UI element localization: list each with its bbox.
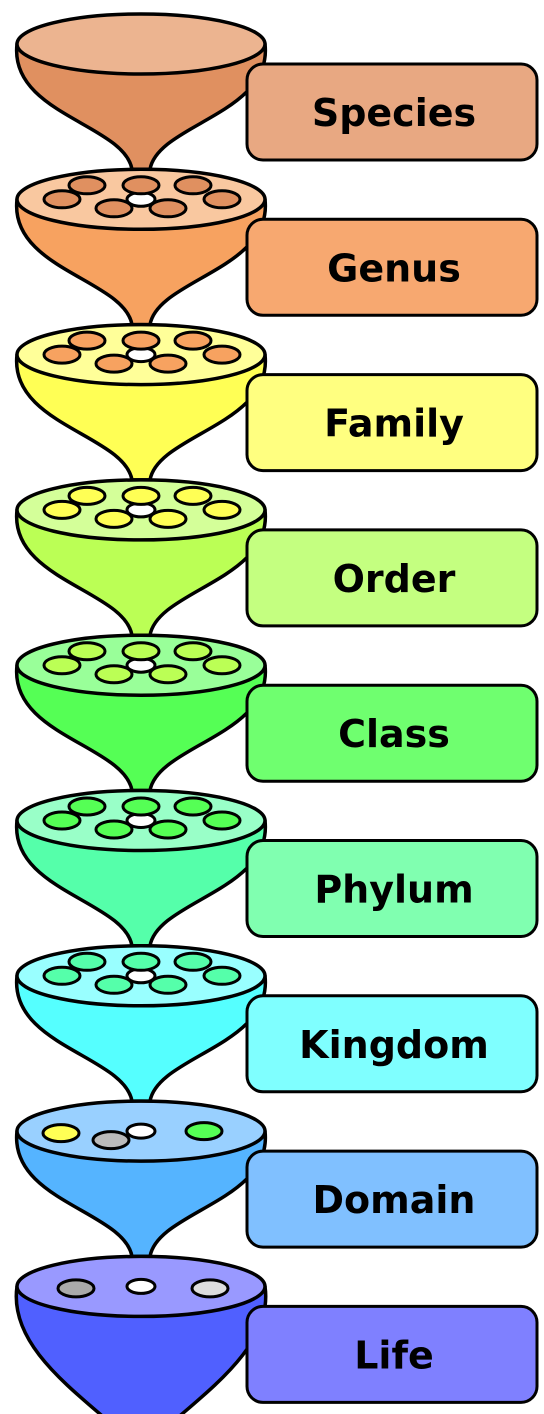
sub-rank-hole: [41, 1123, 81, 1144]
sub-rank-hole: [121, 641, 161, 662]
sub-rank-hole: [67, 951, 107, 972]
rank-label-class: Class: [245, 683, 539, 783]
funnel-life: [14, 1254, 268, 1414]
sub-rank-hole: [42, 499, 82, 520]
sub-rank-hole: [202, 810, 242, 831]
funnel-family: [15, 322, 267, 482]
funnel-rim: [15, 12, 267, 76]
funnel-class: [15, 633, 267, 793]
sub-rank-hole: [121, 485, 161, 506]
rank-label-text: Species: [312, 91, 476, 135]
rank-label-box: [245, 373, 539, 473]
sub-rank-hole: [148, 819, 188, 840]
sub-rank-hole: [148, 664, 188, 685]
rank-label-box: [245, 528, 539, 628]
sub-rank-hole: [148, 508, 188, 529]
sub-rank-hole: [67, 796, 107, 817]
sub-rank-hole: [173, 330, 213, 351]
sub-rank-hole: [184, 1121, 224, 1142]
rank-label-box: [245, 683, 539, 783]
funnel-phylum: [15, 788, 267, 948]
sub-rank-hole: [121, 330, 161, 351]
sub-rank-hole: [202, 965, 242, 986]
sub-rank-hole: [67, 641, 107, 662]
sub-rank-hole: [42, 965, 82, 986]
sub-rank-hole: [190, 1278, 230, 1299]
sub-rank-hole: [42, 810, 82, 831]
sub-rank-hole: [202, 499, 242, 520]
rank-label-text: Life: [354, 1333, 434, 1377]
rank-label-box: [245, 1149, 539, 1249]
rank-label-box: [245, 839, 539, 938]
sub-rank-hole: [148, 353, 188, 374]
sub-rank-hole: [94, 353, 134, 374]
rank-label-text: Order: [333, 557, 456, 601]
funnel-kingdom: [15, 944, 267, 1103]
sub-rank-hole: [148, 198, 188, 219]
rank-label-column: SpeciesGenusFamilyOrderClassPhylumKingdo…: [245, 62, 539, 1404]
rank-label-text: Domain: [313, 1178, 476, 1222]
sub-rank-hole: [67, 175, 107, 196]
rank-label-text: Phylum: [314, 868, 473, 912]
sub-rank-hole: [121, 175, 161, 196]
funnel-domain: [15, 1099, 267, 1259]
sub-rank-hole: [173, 796, 213, 817]
rank-label-domain: Domain: [245, 1149, 539, 1249]
sub-rank-hole: [91, 1130, 131, 1151]
rank-label-text: Kingdom: [299, 1023, 489, 1067]
sub-rank-hole: [148, 974, 188, 995]
spout-hole: [125, 1277, 157, 1295]
rank-label-box: [245, 217, 539, 317]
sub-rank-hole: [67, 330, 107, 351]
rank-label-text: Class: [338, 712, 450, 756]
sub-rank-hole: [94, 508, 134, 529]
funnel-genus: [15, 167, 267, 327]
rank-label-order: Order: [245, 528, 539, 628]
sub-rank-hole: [94, 664, 134, 685]
rank-label-box: [245, 1304, 539, 1404]
rank-label-text: Family: [324, 402, 464, 446]
rank-label-species: Species: [245, 62, 539, 162]
funnel-stack: [14, 12, 268, 1414]
sub-rank-hole: [173, 641, 213, 662]
rank-label-genus: Genus: [245, 217, 539, 317]
rank-label-family: Family: [245, 373, 539, 473]
rank-label-life: Life: [245, 1304, 539, 1404]
sub-rank-hole: [42, 189, 82, 210]
funnel-order: [15, 478, 267, 637]
sub-rank-hole: [94, 974, 134, 995]
sub-rank-hole: [121, 796, 161, 817]
rank-label-box: [245, 994, 539, 1094]
sub-rank-hole: [202, 189, 242, 210]
sub-rank-hole: [42, 344, 82, 365]
sub-rank-hole: [202, 344, 242, 365]
sub-rank-hole: [202, 655, 242, 676]
sub-rank-hole: [173, 485, 213, 506]
rank-label-text: Genus: [327, 246, 461, 290]
sub-rank-hole: [173, 175, 213, 196]
rank-label-box: [245, 62, 539, 162]
sub-rank-hole: [94, 819, 134, 840]
funnel-species: [15, 12, 267, 172]
spout-hole: [125, 1122, 157, 1140]
sub-rank-hole: [94, 198, 134, 219]
rank-label-phylum: Phylum: [245, 839, 539, 938]
sub-rank-hole: [67, 485, 107, 506]
sub-rank-hole: [173, 951, 213, 972]
sub-rank-hole: [42, 655, 82, 676]
sub-rank-hole: [121, 951, 161, 972]
rank-label-kingdom: Kingdom: [245, 994, 539, 1094]
sub-rank-hole: [56, 1278, 96, 1299]
